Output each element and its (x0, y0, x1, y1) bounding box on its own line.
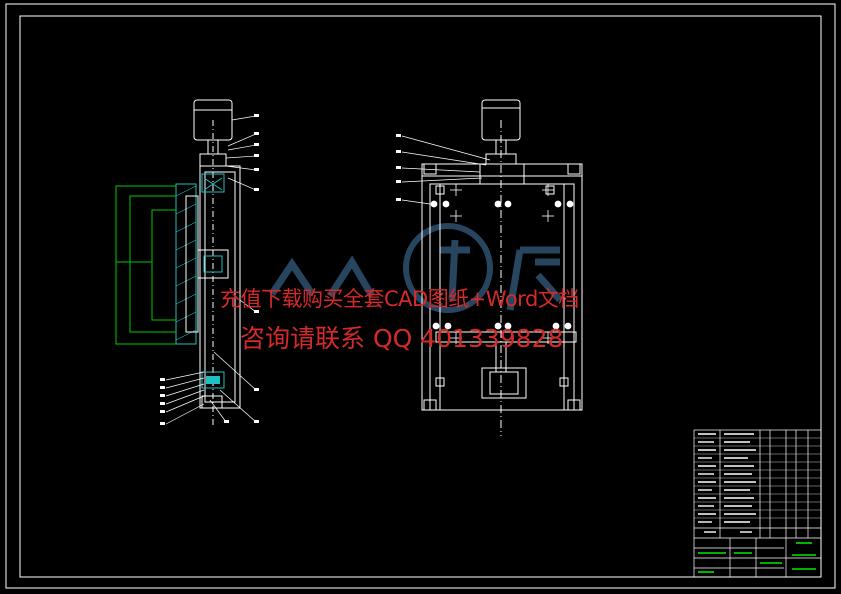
title-block (693, 429, 822, 578)
bearing-icon (201, 173, 225, 193)
dimension-lines (115, 185, 176, 345)
watermark-line-1: 充值下载购买全套CAD图纸+Word文档 (220, 287, 579, 311)
mounting-holes (430, 184, 574, 344)
inner-frame (19, 15, 822, 578)
outer-frame (5, 3, 836, 589)
bearing-icon (201, 371, 225, 389)
side-section-view (160, 99, 259, 425)
title-block-green-text (698, 542, 816, 573)
watermark-line-2: 咨询请联系 QQ 401339828 (240, 324, 564, 353)
front-view (396, 99, 583, 436)
parts-list-rows (694, 437, 821, 519)
renrenwenku-logo (269, 223, 563, 313)
